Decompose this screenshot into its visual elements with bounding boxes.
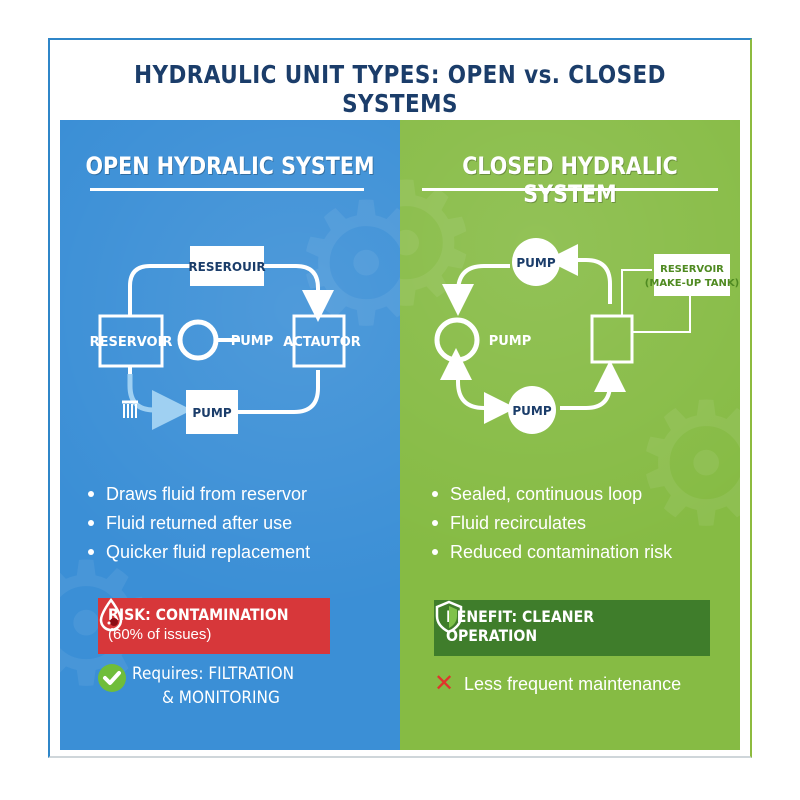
- risk-callout: RISK: CONTAMINATION (60% of issues): [98, 598, 330, 654]
- requirement-line-1: Requires: FILTRATION: [132, 664, 295, 684]
- closed-system-diagram: PUMP PUMP PUMP RESERVOIR (MAKE-UP TANK): [434, 238, 739, 434]
- flow-line: [546, 244, 612, 304]
- pump-ring-left: [434, 317, 480, 363]
- risk-title: RISK: CONTAMINATION: [108, 605, 289, 624]
- blood-drop-icon: [99, 598, 123, 632]
- actuator-label: ACTAUTOR: [283, 335, 361, 350]
- reservoir-box-left-label: RESERVOIR: [90, 335, 173, 350]
- makeup-tank-box: [654, 254, 730, 296]
- open-system-diagram: RESEROUIR RESERVOIR PUMP ACTAUTOR PUMP: [90, 246, 361, 434]
- benefit-callout: BENEFIT: CLEANER OPERATION: [434, 600, 710, 656]
- check-circle-icon: [98, 664, 126, 692]
- pump-label: PUMP: [231, 334, 274, 349]
- gear-icon: ⚙: [630, 366, 740, 564]
- maintenance-text: Less frequent maintenance: [464, 674, 682, 694]
- closed-system-heading: CLOSED HYDRALIC SYSTEM: [462, 152, 678, 208]
- flow-line: [262, 264, 334, 322]
- flow-line: [442, 264, 510, 316]
- benefit-title: BENEFIT: CLEANER: [446, 607, 595, 626]
- list-item: Draws fluid from reservor: [88, 480, 310, 509]
- flow-line: [238, 370, 320, 414]
- closed-component-box: [590, 314, 634, 364]
- pump-circle-bottom: [508, 386, 556, 434]
- pump-box-bottom-label: PUMP: [192, 406, 231, 420]
- closed-system-panel: ⚙ ⚙ CLOSED HYDRALIC SYSTEM PUMP PUMP PUM…: [400, 120, 740, 750]
- risk-detail: (60% of issues): [108, 626, 212, 643]
- list-item: Reduced contamination risk: [432, 538, 672, 567]
- flow-line: [128, 264, 194, 316]
- shield-icon: [435, 600, 463, 634]
- flow-line: [456, 376, 516, 424]
- pump-bottom-label: PUMP: [512, 404, 551, 418]
- strainer-icon: [122, 400, 138, 418]
- list-item: Sealed, continuous loop: [432, 480, 672, 509]
- makeup-tank-label-1: RESERVOIR: [660, 264, 724, 275]
- pump-circle-top: [512, 238, 560, 286]
- actuator-box: [292, 314, 346, 368]
- requirement-line-2: & MONITORING: [162, 688, 280, 708]
- reservoir-box-left: [98, 314, 164, 368]
- reservoir-box-top-label: RESEROUIR: [188, 260, 265, 274]
- x-mark-icon: ✕: [434, 670, 455, 697]
- reservoir-box-top: [190, 246, 264, 286]
- open-system-heading: OPEN HYDRALIC SYSTEM: [85, 152, 375, 180]
- pump-circle: [177, 319, 219, 361]
- page-title: HYDRAULIC UNIT TYPES: OPEN vs. CLOSED SY…: [134, 60, 666, 118]
- open-system-panel: ⚙ ⚙ OPEN HYDRALIC SYSTEM: [60, 120, 400, 750]
- outer-frame: [48, 38, 752, 758]
- heading-underline: [90, 188, 364, 191]
- pump-side-label: PUMP: [489, 334, 532, 349]
- list-item: Quicker fluid replacement: [88, 538, 310, 567]
- reservoir-connector: [621, 269, 652, 316]
- benefit-detail: OPERATION: [446, 626, 538, 645]
- flow-line: [560, 360, 626, 410]
- closed-feature-list: Sealed, continuous loop Fluid recirculat…: [432, 480, 672, 567]
- heading-underline: [422, 188, 718, 191]
- reservoir-connector: [632, 296, 691, 333]
- list-item: Fluid returned after use: [88, 509, 310, 538]
- pump-top-label: PUMP: [516, 256, 555, 270]
- pump-box-bottom: [186, 390, 238, 434]
- list-item: Fluid recirculates: [432, 509, 672, 538]
- open-feature-list: Draws fluid from reservor Fluid returned…: [88, 480, 310, 567]
- makeup-tank-label-2: (MAKE-UP TANK): [645, 278, 739, 289]
